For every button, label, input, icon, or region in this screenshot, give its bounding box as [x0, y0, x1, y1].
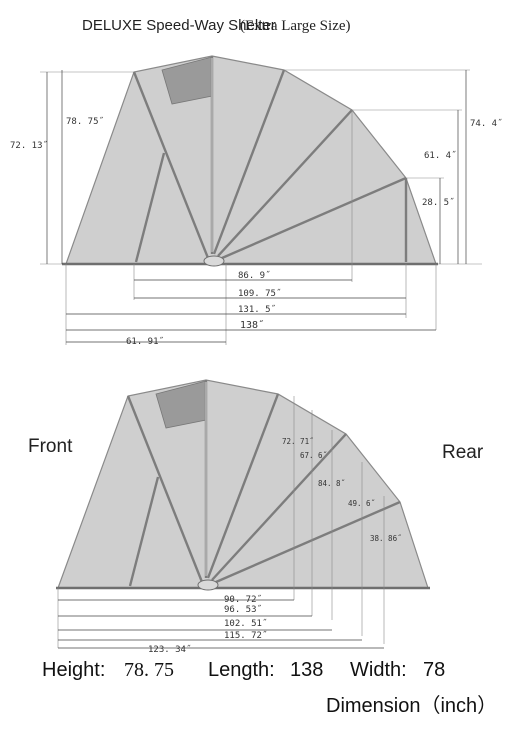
bottom-hub [197, 579, 219, 591]
front-label: Front [28, 436, 73, 457]
dim-86-9: 86. 9˝ [238, 270, 271, 281]
dim-61-91: 61. 91˝ [126, 336, 164, 347]
summary: Height: 78. 75 Length: 138 Width: 78 Dim… [42, 659, 497, 717]
dim-28-5: 28. 5˝ [422, 197, 455, 208]
rib-dim-72-71: 72. 71˝ [282, 437, 314, 446]
rib-dim-38-86: 38. 86˝ [370, 534, 402, 543]
bottom-rib-guides [57, 396, 385, 648]
rib-dim-84-8: 84. 8˝ [318, 479, 345, 488]
dim-115-72: 115. 72˝ [224, 630, 267, 641]
height-value: 78. 75 [124, 659, 174, 681]
dim-61-4: 61. 4˝ [424, 150, 457, 161]
top-view: 78. 75˝ 72. 13˝ 74. 4˝ 61. 4˝ 28. 5˝ 86.… [10, 55, 503, 347]
bottom-view: Front Rear 72. 71˝ 67. 6˝ 84. 8˝ 49. 6˝ … [28, 379, 484, 655]
height-label: Height: [42, 659, 105, 681]
title-sub: (Extra Large Size) [240, 18, 351, 34]
rib-dim-49-6: 49. 6˝ [348, 499, 375, 508]
dim-72-13: 72. 13˝ [10, 140, 48, 151]
top-hub [203, 255, 225, 267]
dim-138: 138˝ [240, 319, 264, 331]
dim-131-5: 131. 5˝ [238, 304, 276, 315]
length-label: Length: [208, 659, 275, 681]
dim-123-34: 123. 34˝ [148, 644, 191, 655]
title-main: DELUXE Speed-Way Shelter [82, 17, 276, 34]
top-ribs [132, 56, 408, 263]
width-value: 78 [423, 659, 445, 681]
dim-109-75: 109. 75˝ [238, 288, 281, 299]
rib-dim-67-6: 67. 6˝ [300, 451, 327, 460]
length-value: 138 [290, 659, 323, 681]
top-guides [40, 69, 482, 345]
width-label: Width: [350, 659, 407, 681]
dim-74-4: 74. 4˝ [470, 118, 503, 129]
rear-label: Rear [442, 442, 484, 463]
dim-90-72: 90. 72˝ [224, 594, 262, 605]
dim-96-53: 96. 53˝ [224, 604, 262, 615]
dim-102-51: 102. 51˝ [224, 618, 267, 629]
bottom-ribs [126, 380, 401, 587]
unit-note: Dimension（inch） [326, 694, 497, 717]
dim-78-75: 78. 75˝ [66, 116, 104, 127]
